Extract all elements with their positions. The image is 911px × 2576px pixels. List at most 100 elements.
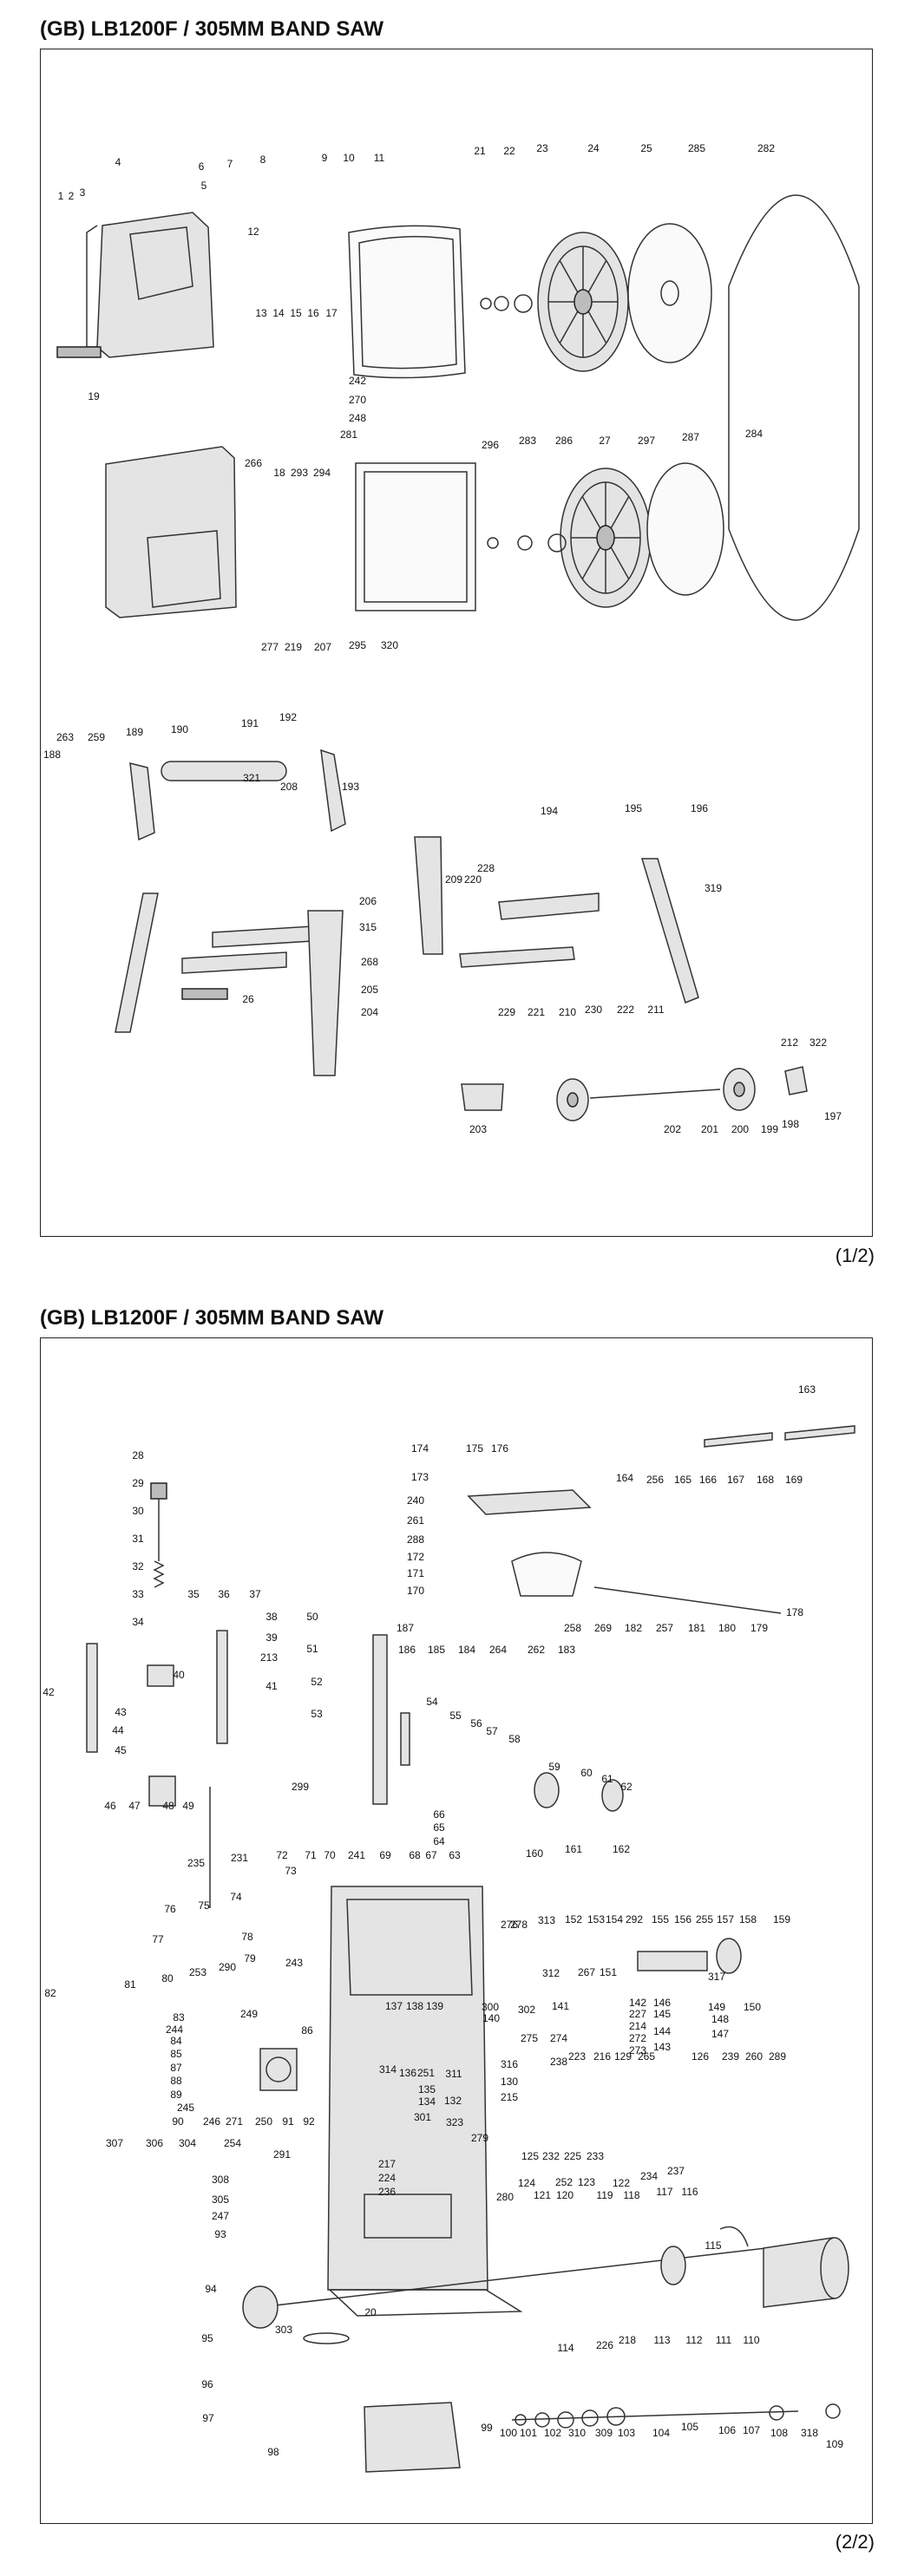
part-callout: 52	[311, 1676, 323, 1688]
part-callout: 103	[618, 2427, 635, 2439]
part-callout: 111	[716, 2334, 732, 2346]
part-callout: 221	[528, 1006, 545, 1018]
part-callout: 301	[414, 2111, 431, 2123]
part-callout: 90	[172, 2115, 184, 2128]
frame-body	[327, 1886, 523, 2317]
blade-guard-assembly	[86, 1482, 228, 1908]
part-callout: 176	[491, 1442, 508, 1455]
part-callout: 178	[786, 1606, 803, 1618]
part-callout: 5	[201, 180, 207, 192]
part-callout: 280	[496, 2191, 514, 2203]
part-callout: 144	[653, 2025, 671, 2037]
part-callout: 7	[227, 158, 233, 170]
part-callout: 44	[112, 1724, 124, 1736]
part-callout: 187	[397, 1622, 414, 1634]
part-callout: 10	[343, 152, 355, 164]
part-callout: 297	[638, 435, 655, 447]
upper-door-seal	[348, 225, 466, 379]
part-callout: 62	[620, 1781, 632, 1793]
part-callout: 74	[230, 1891, 242, 1903]
part-callout: 227	[629, 2008, 646, 2020]
part-callout: 67	[425, 1849, 437, 1861]
part-callout: 136	[399, 2067, 416, 2079]
part-callout: 49	[182, 1800, 194, 1812]
sheet-1-page-number: (1/2)	[835, 1245, 875, 1266]
part-callout: 300	[482, 2001, 499, 2013]
part-callout: 232	[542, 2150, 560, 2162]
part-callout: 84	[170, 2035, 182, 2047]
part-callout: 126	[691, 2050, 709, 2063]
part-callout: 33	[132, 1588, 144, 1600]
part-callout: 195	[625, 802, 642, 814]
saw-table	[467, 1489, 782, 1614]
part-callout: 278	[510, 1919, 528, 1931]
part-callout: 8	[260, 154, 266, 166]
part-callout: 157	[717, 1913, 734, 1925]
part-callout: 309	[595, 2427, 613, 2439]
part-callout: 216	[593, 2050, 611, 2063]
part-callout: 196	[691, 802, 708, 814]
part-callout: 12	[247, 226, 259, 238]
part-callout: 174	[411, 1442, 429, 1455]
part-callout: 107	[743, 2424, 760, 2436]
part-callout: 249	[240, 2008, 258, 2020]
part-callout: 120	[556, 2189, 573, 2201]
part-callout: 210	[559, 1006, 576, 1018]
part-callout: 244	[166, 2024, 183, 2036]
part-callout: 79	[244, 1952, 256, 1965]
part-callout: 100	[500, 2427, 517, 2439]
part-callout: 41	[265, 1680, 278, 1692]
part-callout: 94	[205, 2283, 217, 2295]
part-callout: 64	[433, 1835, 445, 1847]
part-callout: 22	[503, 145, 515, 157]
stand-parts	[115, 749, 699, 1076]
part-callout: 247	[212, 2210, 229, 2222]
upper-wheel	[537, 232, 629, 372]
part-callout: 315	[359, 921, 377, 933]
part-callout: 76	[164, 1903, 176, 1915]
part-callout: 234	[640, 2170, 658, 2182]
part-callout: 142	[629, 1997, 646, 2009]
part-callout: 164	[616, 1472, 633, 1484]
part-callout: 117	[656, 2186, 672, 2198]
part-callout: 81	[124, 1978, 136, 1991]
part-callout: 2	[69, 190, 75, 202]
part-callout: 310	[568, 2427, 586, 2439]
part-callout: 316	[501, 2058, 518, 2070]
part-callout: 37	[249, 1588, 261, 1600]
part-callout: 279	[471, 2132, 488, 2144]
part-callout: 129	[614, 2050, 632, 2063]
part-callout: 171	[407, 1567, 424, 1579]
part-callout: 220	[464, 873, 482, 886]
part-callout: 71	[305, 1849, 317, 1861]
part-callout: 194	[541, 805, 558, 817]
part-callout: 150	[744, 2001, 761, 2013]
part-callout: 63	[449, 1849, 461, 1861]
part-callout: 16	[307, 307, 319, 319]
part-callout: 32	[132, 1560, 144, 1572]
part-callout: 38	[265, 1611, 278, 1623]
part-callout: 250	[255, 2115, 272, 2128]
part-callout: 296	[482, 439, 499, 451]
part-callout: 253	[189, 1966, 206, 1978]
part-callout: 190	[171, 723, 188, 736]
part-callout: 102	[544, 2427, 561, 2439]
part-callout: 15	[290, 307, 302, 319]
part-callout: 121	[534, 2189, 551, 2201]
part-callout: 317	[708, 1971, 725, 1983]
part-callout: 261	[407, 1514, 424, 1527]
part-callout: 96	[201, 2378, 213, 2390]
part-callout: 51	[306, 1643, 318, 1655]
part-callout: 188	[43, 749, 61, 761]
part-callout: 183	[558, 1644, 575, 1656]
part-callout: 204	[361, 1006, 378, 1018]
part-callout: 254	[224, 2137, 241, 2149]
part-callout: 242	[349, 375, 366, 387]
part-callout: 97	[202, 2412, 214, 2424]
part-callout: 226	[596, 2339, 613, 2351]
part-callout: 109	[826, 2438, 843, 2450]
part-callout: 305	[212, 2194, 229, 2206]
sheet-1-frame	[40, 49, 873, 1237]
tilt-assembly	[259, 2048, 298, 2091]
